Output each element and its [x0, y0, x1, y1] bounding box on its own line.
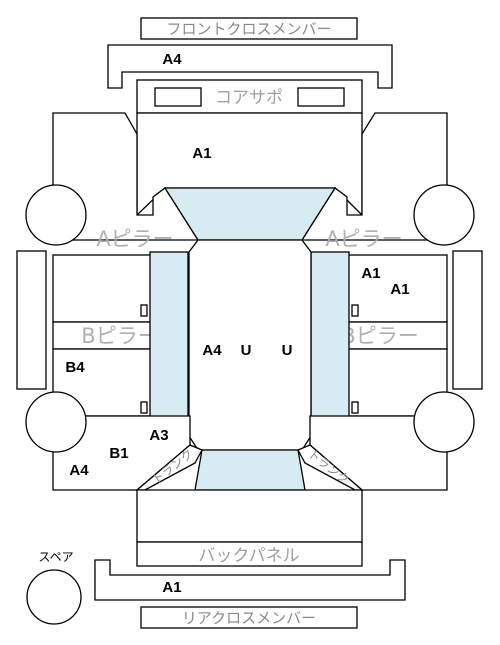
left-rear-quarter-code-3: A4: [69, 462, 89, 479]
b-pillar-left-label: Bピラー: [81, 324, 158, 348]
roof-code-2: U: [241, 342, 252, 359]
right-side-windows[interactable]: [310, 251, 350, 418]
roof-code-1: A4: [202, 342, 222, 359]
left-front-door-handle[interactable]: [140, 304, 148, 317]
right-front-fender-code-1: A1: [361, 265, 380, 282]
left-rear-door-code: B4: [65, 359, 85, 376]
back-panel-part[interactable]: [136, 541, 363, 567]
spare-tire[interactable]: [26, 569, 82, 625]
rear-cross-member-part[interactable]: [94, 559, 406, 601]
a-pillar-left-label: Aピラー: [96, 227, 173, 251]
right-front-fender-code-2: A1: [390, 281, 409, 298]
left-rear-quarter-code-1: A3: [149, 427, 168, 444]
right-front-wheel[interactable]: [413, 184, 475, 246]
core-support-label: コアサポ: [215, 88, 283, 108]
left-side-sill[interactable]: [16, 250, 47, 390]
left-rear-quarter-code-2: B1: [109, 445, 128, 462]
left-headlight[interactable]: [154, 87, 202, 107]
front-cross-member-code: A4: [162, 51, 182, 68]
back-panel-label: バックパネル: [198, 546, 299, 566]
front-cross-member-label: フロントクロスメンバー: [166, 20, 331, 38]
right-front-fender[interactable]: [300, 112, 448, 241]
rear-cross-member-label-box: [140, 606, 358, 629]
left-rear-wheel[interactable]: [25, 391, 87, 453]
right-rear-door-handle[interactable]: [351, 401, 359, 414]
left-rear-door-handle[interactable]: [140, 401, 148, 414]
left-front-wheel[interactable]: [25, 184, 87, 246]
roof-code-3: U: [282, 342, 293, 359]
right-headlight[interactable]: [297, 87, 345, 107]
a-pillar-right-label: Aピラー: [325, 227, 402, 251]
trunk-right-strip[interactable]: [297, 444, 364, 491]
left-front-fender[interactable]: [52, 112, 200, 241]
rear-window[interactable]: [194, 449, 306, 491]
trunk-lid[interactable]: [136, 489, 363, 543]
rear-cross-member-label: リアクロスメンバー: [182, 609, 316, 627]
trunk-left-strip[interactable]: [135, 444, 203, 491]
spare-label: スペア: [38, 550, 73, 564]
left-side-windows[interactable]: [149, 251, 189, 418]
rear-cross-member-code: A1: [162, 579, 181, 596]
hood-code: A1: [192, 145, 211, 162]
front-cross-member-label-box: [140, 17, 358, 40]
right-front-door-handle[interactable]: [351, 304, 359, 317]
b-pillar-right-label: Bピラー: [341, 324, 418, 348]
right-rear-wheel[interactable]: [413, 391, 475, 453]
right-side-sill[interactable]: [452, 250, 483, 390]
front-cross-member-part[interactable]: [107, 44, 393, 89]
